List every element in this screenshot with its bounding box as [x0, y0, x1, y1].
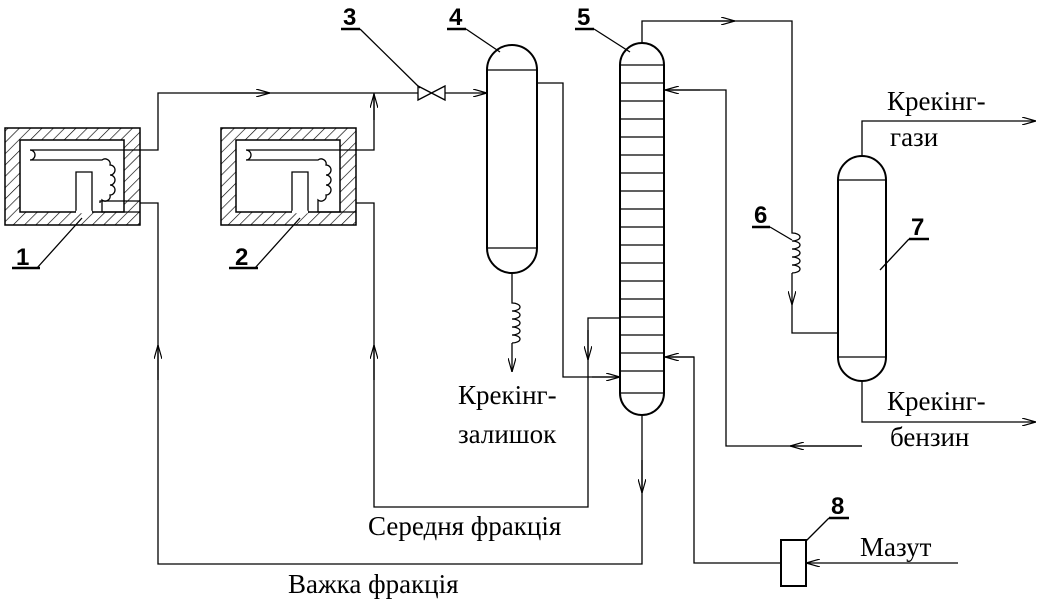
condenser-6-coil: [791, 228, 801, 274]
label-number-6: 6: [754, 202, 767, 229]
middle-fraction-label: Середня фракція: [368, 511, 561, 541]
pump-8: [780, 539, 807, 587]
label-number-7: 7: [911, 214, 924, 241]
label-number-4: 4: [449, 4, 463, 31]
label-number-1: 1: [16, 244, 29, 271]
furnace-1: [4, 127, 141, 226]
label-number-2: 2: [235, 244, 248, 271]
separator-7: [837, 155, 887, 382]
cracking-gases-label-line2: гази: [890, 122, 938, 152]
label-number-8: 8: [831, 493, 844, 520]
label-number-5: 5: [577, 4, 590, 31]
residue-cooler-coil: [511, 296, 521, 344]
rectification-column-5: [619, 42, 665, 416]
cracking-gasoline-label-line1: Крекінг-: [887, 386, 986, 416]
pipelines: [140, 21, 1036, 564]
reactor-4: [486, 44, 538, 274]
cracking-gasoline-label-line2: бензин: [890, 422, 969, 452]
cracking-gases-label-line1: Крекінг-: [887, 86, 986, 116]
valve-3: [417, 84, 446, 102]
fuel-oil-label: Мазут: [860, 532, 932, 562]
cracking-residue-label-line2: залишок: [458, 419, 557, 449]
leaders: [12, 27, 929, 542]
furnace-2: [220, 127, 357, 226]
heavy-fraction-label: Важка фракція: [288, 569, 459, 599]
label-number-3: 3: [343, 4, 356, 31]
cracking-residue-label-line1: Крекінг-: [458, 380, 557, 410]
